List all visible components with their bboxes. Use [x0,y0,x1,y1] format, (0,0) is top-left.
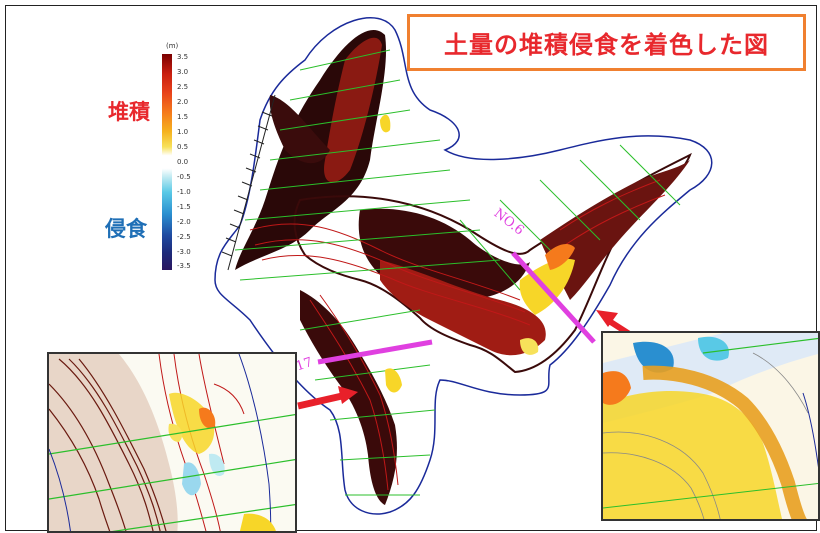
legend-tick: 3.5 [177,53,189,61]
legend-tick: 1.5 [177,113,189,121]
legend-tick: 3.0 [177,68,189,76]
legend-tick: -2.0 [177,218,191,226]
legend-color-bar [162,54,172,270]
legend-tick: 1.0 [177,128,189,136]
legend-tick: -1.0 [177,188,191,196]
legend-tick: -1.5 [177,203,191,211]
legend-tick: 2.0 [177,98,189,106]
red-contours [249,179,666,491]
legend-deposition-label: 堆積 [108,100,150,124]
terrain-contours [235,30,692,505]
legend-tick: -0.5 [177,173,191,181]
survey-grid [234,49,681,496]
legend-erosion-label: 侵食 [105,217,147,241]
title-box: 土量の堆積侵食を着色した図 [407,14,806,71]
legend-tick: 2.5 [177,83,189,91]
survey-boundary [214,17,713,515]
right-inset [601,331,820,521]
legend-tick: -2.5 [177,233,191,241]
left-inset [47,352,297,533]
legend-tick: 0.0 [177,158,189,166]
legend-tick-labels: 3.5 3.0 2.5 2.0 1.5 1.0 0.5 0.0 -0.5 -1.… [177,54,207,270]
page-title: 土量の堆積侵食を着色した図 [444,31,769,59]
section-line-no17 [317,339,433,365]
legend-tick: -3.5 [177,262,191,270]
legend-tick: 0.5 [177,143,189,151]
legend-unit: (m) [166,42,179,50]
legend-tick: -3.0 [177,248,191,256]
section-line-no6 [511,251,596,344]
arrow-to-left-inset [297,386,358,410]
zoomed-contour-map [49,354,295,531]
survey-comb [221,94,276,271]
zoomed-deposition-photo [603,333,818,519]
